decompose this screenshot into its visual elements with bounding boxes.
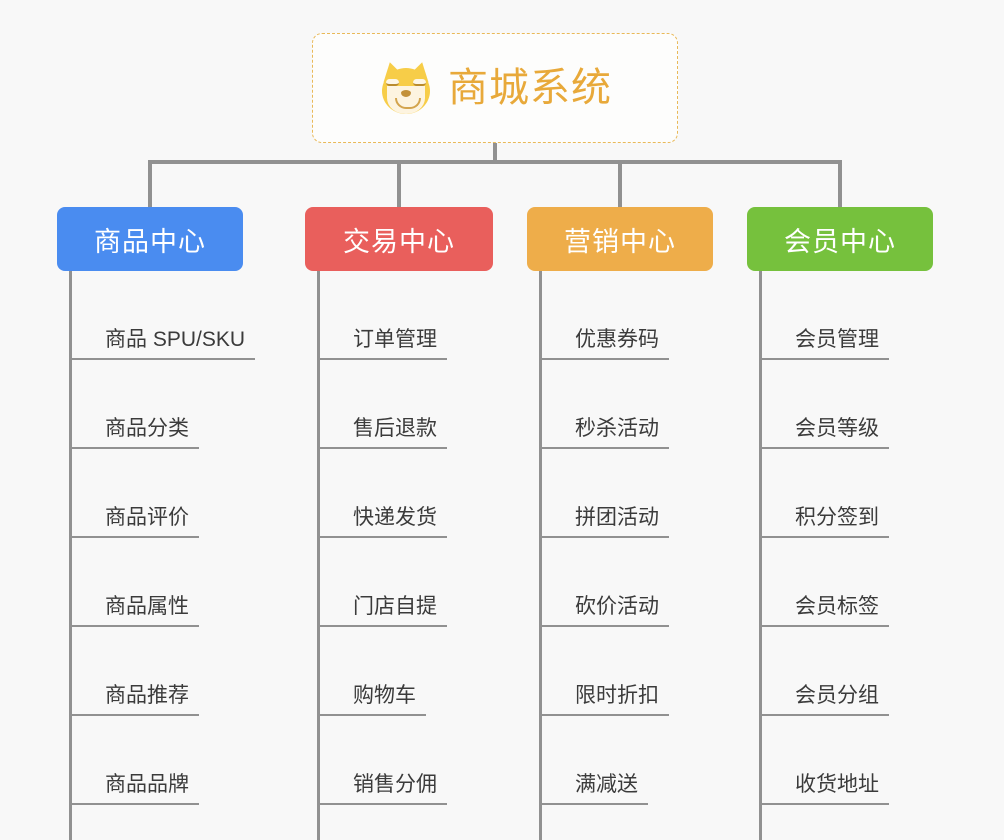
connector-horizontal-bus — [148, 160, 842, 164]
leaf-item[interactable]: 会员管理 — [747, 271, 933, 360]
leaf-item[interactable]: 秒杀活动 — [527, 360, 713, 449]
leaf-item[interactable]: 门店自提 — [305, 538, 493, 627]
leaf-list-2: 优惠券码秒杀活动拼团活动砍价活动限时折扣满减送 — [527, 271, 713, 805]
category-spine-2 — [539, 271, 542, 840]
category-spine-0 — [69, 271, 72, 840]
connector-drop-0 — [148, 160, 152, 207]
leaf-item-label: 商品推荐 — [69, 684, 199, 716]
leaf-item[interactable]: 商品分类 — [57, 360, 243, 449]
leaf-item[interactable]: 限时折扣 — [527, 627, 713, 716]
leaf-item[interactable]: 订单管理 — [305, 271, 493, 360]
category-header-0[interactable]: 商品中心 — [57, 207, 243, 271]
category-column-3: 会员中心 会员管理会员等级积分签到会员标签会员分组收货地址 — [747, 207, 933, 840]
leaf-item-label: 会员分组 — [759, 684, 889, 716]
category-header-1[interactable]: 交易中心 — [305, 207, 493, 271]
leaf-item[interactable]: 收货地址 — [747, 716, 933, 805]
leaf-item-label: 商品品牌 — [69, 773, 199, 805]
category-spine-1 — [317, 271, 320, 840]
leaf-item-label: 订单管理 — [317, 328, 447, 360]
leaf-item-label: 满减送 — [539, 773, 648, 805]
leaf-item[interactable]: 拼团活动 — [527, 449, 713, 538]
leaf-item-label: 拼团活动 — [539, 506, 669, 538]
leaf-item[interactable]: 会员标签 — [747, 538, 933, 627]
dog-eye-right-icon — [413, 79, 426, 86]
leaf-item-label: 商品评价 — [69, 506, 199, 538]
leaf-item[interactable]: 会员分组 — [747, 627, 933, 716]
leaf-item[interactable]: 优惠券码 — [527, 271, 713, 360]
leaf-list-1: 订单管理售后退款快递发货门店自提购物车销售分佣 — [305, 271, 493, 805]
connector-root-stem — [493, 143, 497, 164]
leaf-item[interactable]: 商品品牌 — [57, 716, 243, 805]
leaf-item[interactable]: 购物车 — [305, 627, 493, 716]
leaf-item-label: 收货地址 — [759, 773, 889, 805]
leaf-item-label: 销售分佣 — [317, 773, 447, 805]
category-header-2[interactable]: 营销中心 — [527, 207, 713, 271]
leaf-item[interactable]: 积分签到 — [747, 449, 933, 538]
leaf-item-label: 砍价活动 — [539, 595, 669, 627]
leaf-item[interactable]: 商品属性 — [57, 538, 243, 627]
connector-drop-1 — [397, 160, 401, 207]
leaf-item-label: 购物车 — [317, 684, 426, 716]
leaf-item-label: 限时折扣 — [539, 684, 669, 716]
root-node[interactable]: 商城系统 — [312, 33, 678, 143]
leaf-item-label: 秒杀活动 — [539, 417, 669, 449]
category-header-3[interactable]: 会员中心 — [747, 207, 933, 271]
category-spine-3 — [759, 271, 762, 840]
category-column-1: 交易中心 订单管理售后退款快递发货门店自提购物车销售分佣 — [305, 207, 493, 840]
leaf-item[interactable]: 砍价活动 — [527, 538, 713, 627]
leaf-item-label: 售后退款 — [317, 417, 447, 449]
leaf-item-label: 会员标签 — [759, 595, 889, 627]
leaf-item-label: 商品分类 — [69, 417, 199, 449]
leaf-item[interactable]: 商品 SPU/SKU — [57, 271, 256, 360]
leaf-list-3: 会员管理会员等级积分签到会员标签会员分组收货地址 — [747, 271, 933, 805]
shiba-dog-face-icon — [378, 59, 434, 116]
leaf-item-label: 优惠券码 — [539, 328, 669, 360]
leaf-item[interactable]: 商品评价 — [57, 449, 243, 538]
leaf-item[interactable]: 满减送 — [527, 716, 713, 805]
leaf-item[interactable]: 快递发货 — [305, 449, 493, 538]
category-column-0: 商品中心 商品 SPU/SKU 商品分类商品评价商品属性商品推荐商品品牌 — [57, 207, 256, 840]
dog-nose-icon — [401, 90, 411, 97]
dog-eye-left-icon — [386, 79, 399, 86]
category-column-2: 营销中心 优惠券码秒杀活动拼团活动砍价活动限时折扣满减送 — [527, 207, 713, 840]
connector-drop-2 — [618, 160, 622, 207]
leaf-item[interactable]: 商品推荐 — [57, 627, 243, 716]
leaf-item-label: 快递发货 — [317, 506, 447, 538]
root-title: 商城系统 — [448, 66, 612, 110]
leaf-item-label: 门店自提 — [317, 595, 447, 627]
leaf-item[interactable]: 销售分佣 — [305, 716, 493, 805]
leaf-item-label: 会员管理 — [759, 328, 889, 360]
leaf-item[interactable]: 售后退款 — [305, 360, 493, 449]
leaf-list-0: 商品 SPU/SKU 商品分类商品评价商品属性商品推荐商品品牌 — [57, 271, 256, 805]
leaf-item-label: 会员等级 — [759, 417, 889, 449]
connector-drop-3 — [838, 160, 842, 207]
leaf-item-label: 商品 SPU/SKU — [69, 328, 256, 360]
leaf-item-label: 商品属性 — [69, 595, 199, 627]
leaf-item[interactable]: 会员等级 — [747, 360, 933, 449]
leaf-item-label: 积分签到 — [759, 506, 889, 538]
